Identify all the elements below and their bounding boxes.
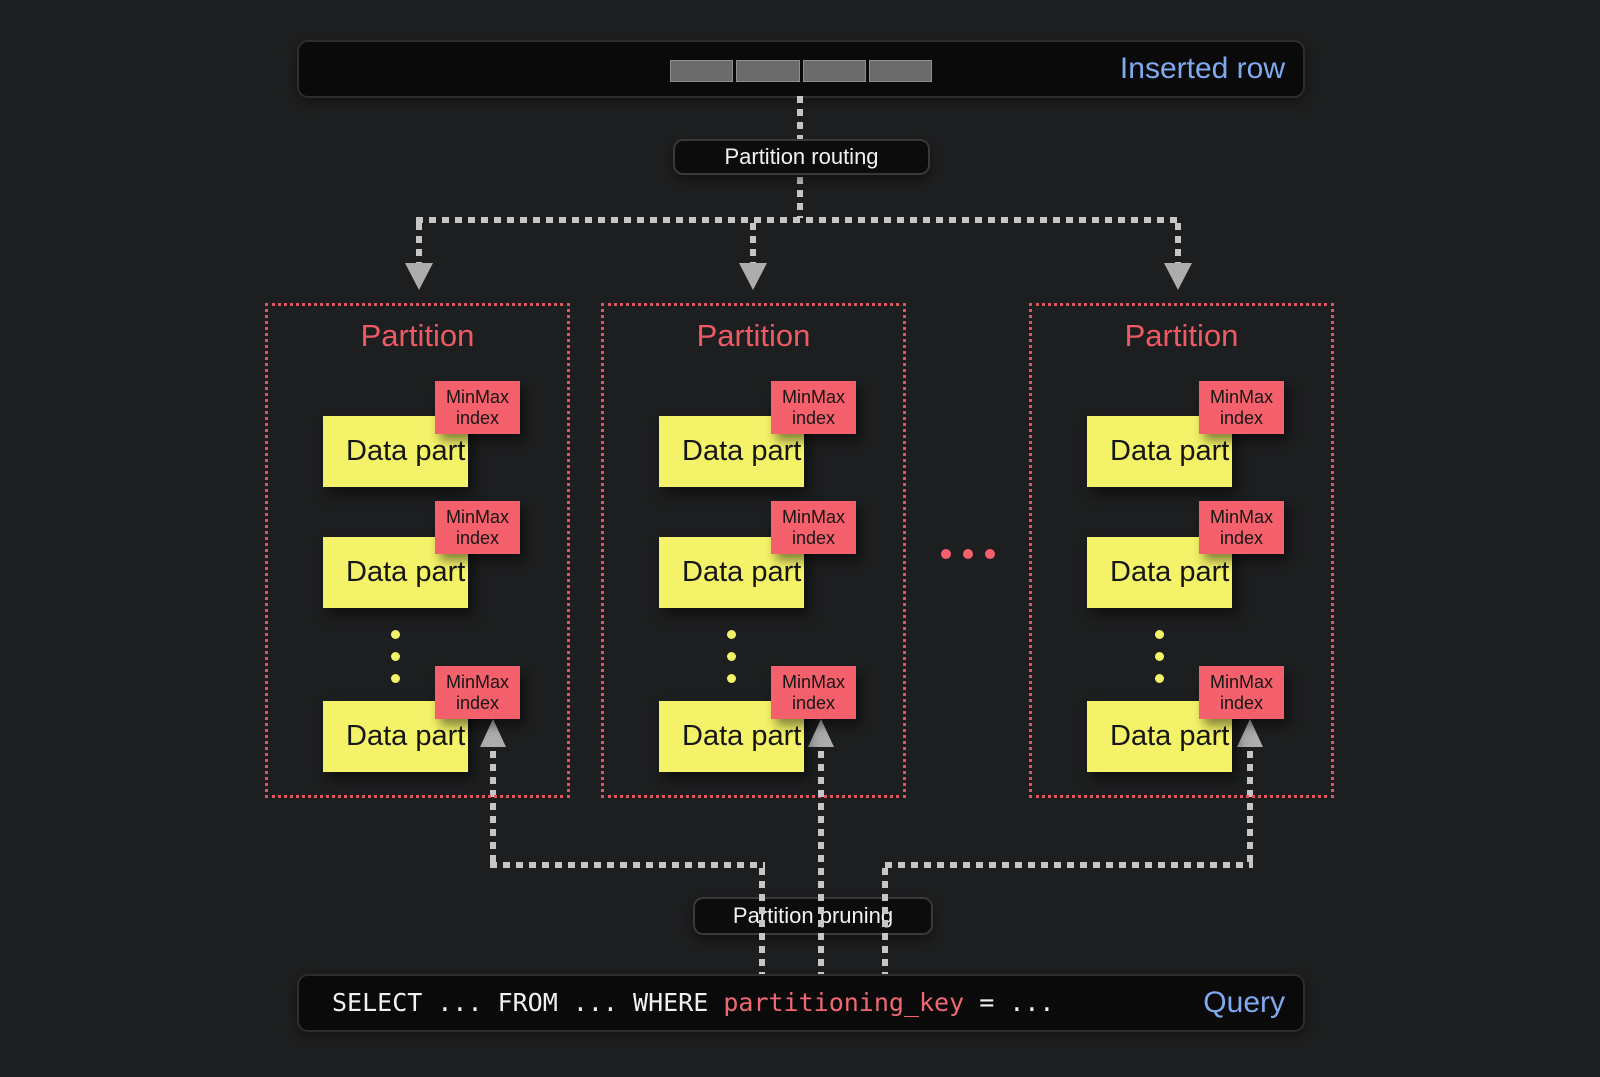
- inserted-row-label: Inserted row: [1119, 52, 1285, 85]
- partition-routing-label: Partition routing: [673, 139, 930, 175]
- more-parts-dots: [391, 630, 400, 683]
- arrow-down-left-icon: [405, 263, 433, 290]
- data-part-box: Data part: [1087, 537, 1232, 608]
- minmax-index-tag: MinMax index: [771, 666, 856, 719]
- routing-line-mid: [797, 177, 803, 218]
- sql-prefix: SELECT ... FROM ... WHERE: [332, 988, 724, 1017]
- minmax-index-tag: MinMax index: [771, 381, 856, 434]
- pruning-branch-right: [885, 862, 1253, 868]
- query-bar: SELECT ... FROM ... WHERE partitioning_k…: [297, 974, 1305, 1032]
- pruning-branch-left: [490, 862, 765, 868]
- routing-branch-line: [416, 217, 1182, 223]
- query-label: Query: [1203, 986, 1285, 1019]
- inserted-row-bar: Inserted row: [297, 40, 1305, 98]
- more-parts-dots: [727, 630, 736, 683]
- more-partitions-dots: [941, 549, 995, 559]
- pruning-drop-left: [759, 868, 765, 974]
- partition-box-3: Partition MinMax index Data part MinMax …: [1029, 303, 1334, 798]
- sql-query-text: SELECT ... FROM ... WHERE partitioning_k…: [332, 976, 1054, 1030]
- minmax-index-tag: MinMax index: [1199, 666, 1284, 719]
- minmax-index-tag: MinMax index: [1199, 501, 1284, 554]
- sql-partitioning-key: partitioning_key: [723, 988, 965, 1017]
- arrow-up-middle-icon: [808, 719, 834, 747]
- minmax-index-tag: MinMax index: [435, 666, 520, 719]
- partition-box-1: Partition MinMax index Data part MinMax …: [265, 303, 570, 798]
- row-segment: [868, 60, 932, 82]
- partition-title: Partition: [360, 318, 475, 353]
- pruning-line-middle: [818, 751, 824, 974]
- more-parts-dots: [1155, 630, 1164, 683]
- row-segment: [802, 60, 866, 82]
- arrow-up-left-icon: [480, 719, 506, 747]
- pruning-drop-right: [882, 868, 888, 974]
- inserted-row-segments: [670, 60, 932, 82]
- data-part-box: Data part: [323, 701, 468, 772]
- partition-pruning-label: Partition pruning: [693, 897, 933, 935]
- routing-drop-right: [1175, 223, 1181, 263]
- data-part-box: Data part: [323, 537, 468, 608]
- sql-suffix: = ...: [964, 988, 1055, 1017]
- minmax-index-tag: MinMax index: [435, 501, 520, 554]
- partition-title: Partition: [696, 318, 811, 353]
- minmax-index-tag: MinMax index: [435, 381, 520, 434]
- routing-line-top: [797, 96, 803, 139]
- partition-box-2: Partition MinMax index Data part MinMax …: [601, 303, 906, 798]
- pruning-line-left-up: [490, 751, 496, 865]
- arrow-up-right-icon: [1237, 719, 1263, 747]
- routing-drop-left: [416, 223, 422, 263]
- arrow-down-middle-icon: [739, 263, 767, 290]
- partition-title: Partition: [1124, 318, 1239, 353]
- minmax-index-tag: MinMax index: [771, 501, 856, 554]
- row-segment: [736, 60, 800, 82]
- arrow-down-right-icon: [1164, 263, 1192, 290]
- row-segment: [670, 60, 734, 82]
- pruning-line-right-up: [1247, 751, 1253, 865]
- data-part-box: Data part: [1087, 701, 1232, 772]
- minmax-index-tag: MinMax index: [1199, 381, 1284, 434]
- routing-drop-middle: [750, 223, 756, 263]
